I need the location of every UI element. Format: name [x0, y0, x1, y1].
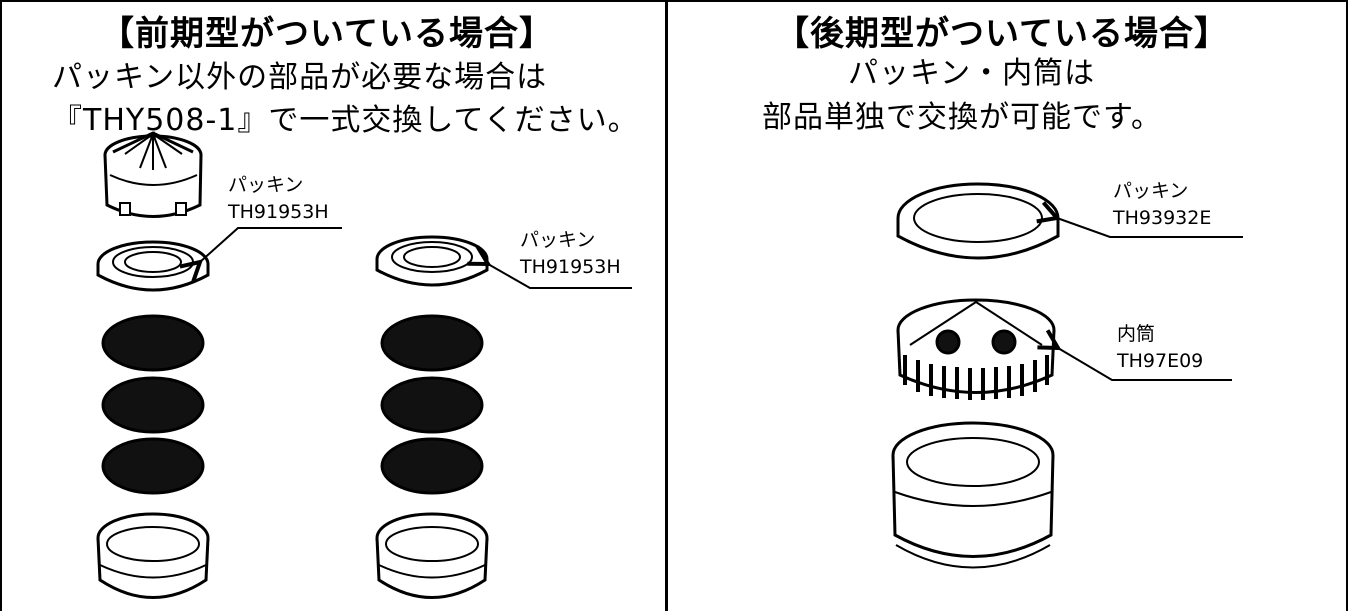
- inner-cylinder-illustration: [896, 298, 1056, 400]
- callout-left-a-part: TH91953H: [228, 201, 329, 223]
- callout-right-a: パッキン TH93932E: [1113, 178, 1211, 232]
- callout-right-b: 内筒 TH97E09: [1117, 321, 1203, 375]
- callout-left-b-name: パッキン: [520, 229, 596, 251]
- right-heading: 【後期型がついている場合】: [775, 14, 1229, 54]
- left-line-2: 『THY508-1』で一式交換してください。: [52, 103, 639, 138]
- left-line-1: パッキン以外の部品が必要な場合は: [52, 60, 548, 95]
- right-line-2: 部品単独で交換が可能です。: [762, 100, 1162, 135]
- left-heading: 【前期型がついている場合】: [100, 14, 554, 54]
- callout-left-b-part: TH91953H: [520, 256, 621, 278]
- leader-right-b: [1058, 348, 1232, 381]
- callout-left-a: パッキン TH91953H: [228, 172, 329, 226]
- left-stack-2: [375, 235, 489, 599]
- mesh-disc-6: [380, 437, 484, 495]
- callout-right-b-part: TH97E09: [1117, 350, 1204, 372]
- packing-ring-illustration: [96, 240, 210, 292]
- callout-right-a-part: TH93932E: [1113, 207, 1212, 229]
- mesh-disc-4: [380, 314, 484, 372]
- base-ring-illustration: [96, 512, 210, 599]
- leader-left-b: [488, 264, 632, 289]
- mesh-disc-3: [101, 437, 205, 495]
- callout-left-a-name: パッキン: [228, 174, 304, 196]
- leader-left-a: [200, 227, 342, 262]
- large-packing-illustration: [896, 182, 1060, 260]
- right-stack: [891, 182, 1060, 569]
- leader-right-a: [1057, 218, 1243, 238]
- base-ring-illustration-2: [375, 512, 489, 599]
- mesh-disc-2: [101, 376, 205, 434]
- panel-divider: [665, 0, 668, 611]
- outer-cup-illustration: [891, 421, 1055, 569]
- left-stack-1: [96, 131, 210, 599]
- strainer-cap-illustration: [103, 131, 203, 218]
- mesh-disc-1: [101, 314, 205, 372]
- callout-right-a-name: パッキン: [1113, 180, 1189, 202]
- packing-ring-illustration-2: [375, 235, 489, 287]
- callout-right-b-name: 内筒: [1117, 323, 1156, 345]
- mesh-disc-5: [380, 376, 484, 434]
- right-line-1: パッキン・内筒は: [848, 56, 1096, 91]
- callout-left-b: パッキン TH91953H: [520, 227, 621, 281]
